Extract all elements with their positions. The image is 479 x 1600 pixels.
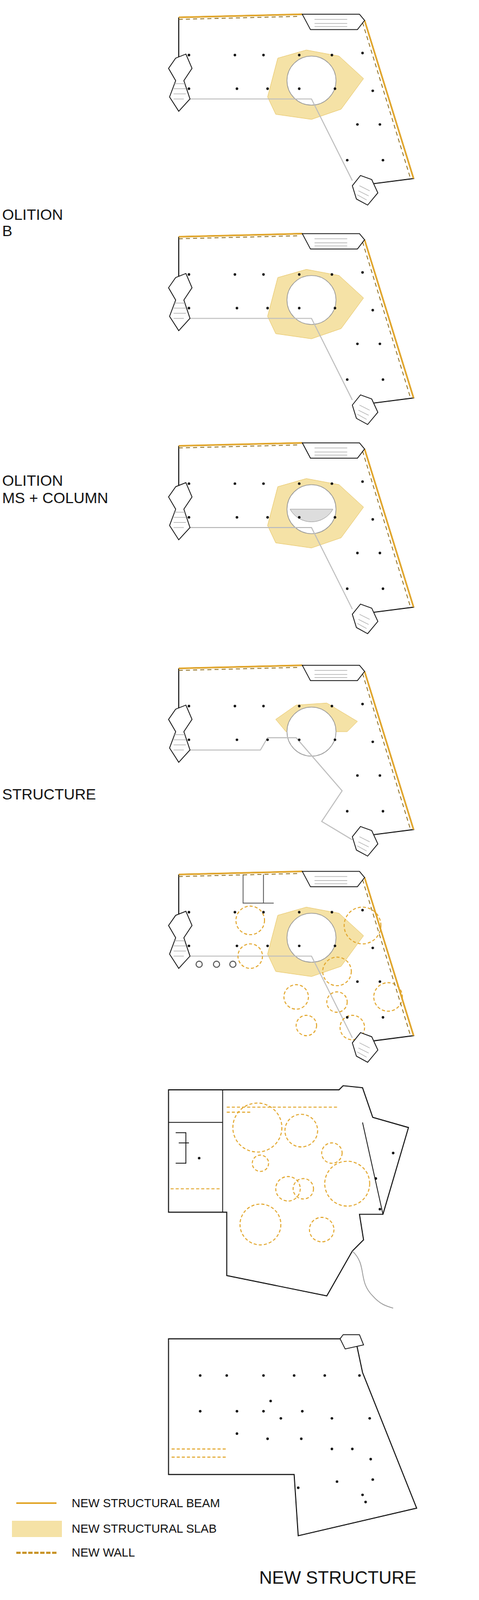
- side-label: B: [2, 222, 13, 241]
- legend-line: [16, 1503, 57, 1505]
- legend-text: NEW STRUCTURAL BEAM: [71, 1497, 220, 1511]
- legend-line: [16, 1552, 57, 1555]
- side-label: STRUCTURE: [2, 786, 97, 804]
- legend-text: NEW WALL: [71, 1546, 136, 1561]
- legend-swatch: [11, 1521, 62, 1539]
- legend-text: NEW STRUCTURAL SLAB: [71, 1522, 217, 1537]
- diagram-title: NEW STRUCTURE: [259, 1568, 417, 1590]
- side-label: OLITION: [2, 472, 63, 490]
- side-label: OLITION: [2, 206, 63, 224]
- side-label: MS + COLUMN: [2, 489, 109, 508]
